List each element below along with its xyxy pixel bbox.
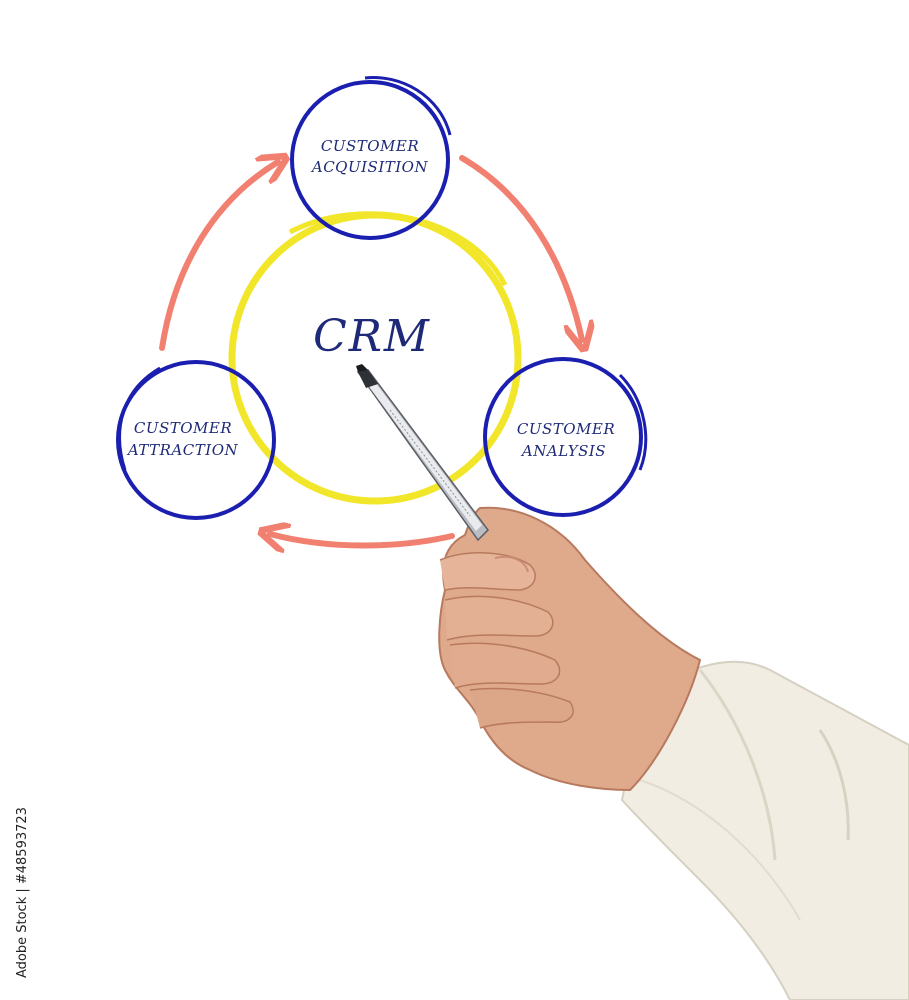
arrow-attraction-to-acquisition [159, 162, 278, 351]
node-label-attraction-line2: ATTRACTION [126, 441, 239, 459]
node-ring-attraction [116, 360, 276, 520]
stock-id-text: Adobe Stock | #48593723 [15, 807, 30, 978]
node-ring-analysis [483, 357, 643, 517]
node-label-analysis-line1: CUSTOMER [517, 420, 615, 438]
node-ring-acquisition-overstroke [364, 76, 452, 136]
node-ring-attraction-overstroke [118, 366, 161, 471]
hand [438, 506, 702, 792]
node-label-acquisition-line2: ACQUISITION [310, 158, 429, 176]
node-ring-acquisition [290, 80, 450, 240]
stock-id-label: Adobe Stock | #48593723 [15, 807, 30, 978]
arrow-analysis-to-attraction [270, 534, 455, 546]
node-label-acquisition-line1: CUSTOMER [321, 137, 419, 155]
crm-center-label: CRM [313, 311, 431, 362]
node-label-analysis-line2: ANALYSIS [520, 442, 606, 460]
node-label-attraction-line1: CUSTOMER [134, 419, 232, 437]
pen [356, 364, 489, 542]
arrow-acquisition-to-analysis [459, 155, 582, 340]
node-ring-analysis-overstroke [618, 373, 648, 471]
